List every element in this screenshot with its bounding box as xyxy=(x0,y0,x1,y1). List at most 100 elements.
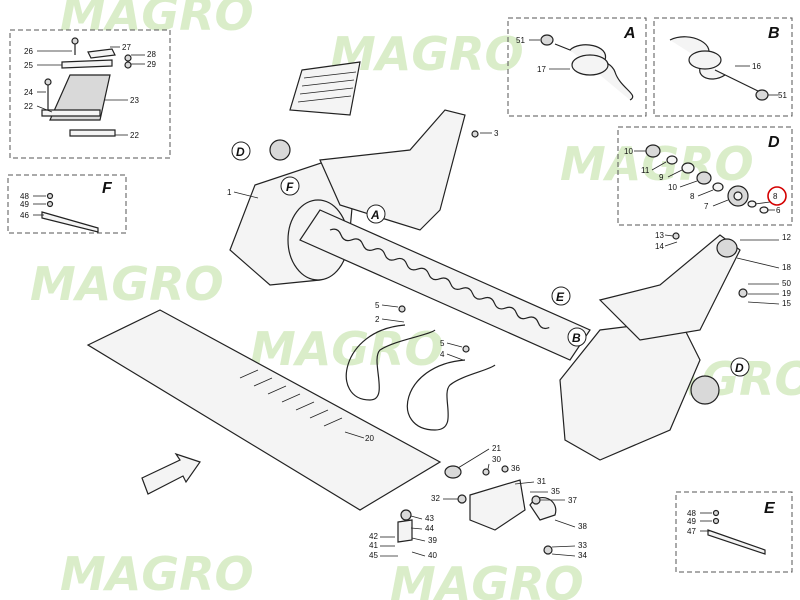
part-number: 31 xyxy=(537,477,546,486)
callout-letter: D xyxy=(735,361,744,375)
part-number: 8 xyxy=(773,192,778,201)
direction-arrow xyxy=(141,452,201,495)
callout-letter: A xyxy=(370,208,380,222)
part-number: 14 xyxy=(655,242,664,251)
part-number: 37 xyxy=(568,496,577,505)
sprocket xyxy=(269,139,291,161)
inset-letter: D xyxy=(768,134,780,151)
inset-D: D 10 11 9 10 8 7 8 6 xyxy=(617,126,793,226)
part-number: 28 xyxy=(147,50,156,59)
spring xyxy=(406,359,496,431)
part-number: 9 xyxy=(659,173,664,182)
part-number: 40 xyxy=(428,551,437,560)
highlight-circle xyxy=(767,186,787,206)
inset-A: A 51 17 xyxy=(507,17,647,117)
part-number: 22 xyxy=(24,102,33,111)
part-number: 8 xyxy=(690,192,695,201)
part-number: 25 xyxy=(24,61,33,70)
part-number: 11 xyxy=(641,166,650,175)
part-number: 15 xyxy=(782,299,791,308)
part-number: 18 xyxy=(782,263,791,272)
part-number: 21 xyxy=(492,444,501,453)
part-number: 29 xyxy=(147,60,156,69)
part-number: 50 xyxy=(782,279,791,288)
inset-top-left: 26 27 28 29 25 24 22 23 22 xyxy=(9,29,171,159)
part-number: 43 xyxy=(425,514,434,523)
part-number: 17 xyxy=(537,65,546,74)
inset-F: F 48 49 46 xyxy=(7,174,127,234)
main-assembly xyxy=(86,61,748,555)
inset-E: E 48 49 47 xyxy=(675,491,793,573)
inset-frame xyxy=(675,491,793,573)
part-number: 45 xyxy=(369,551,378,560)
part-number: 32 xyxy=(431,494,440,503)
part-number: 27 xyxy=(122,43,131,52)
callout-circle xyxy=(231,141,251,161)
part-number: 41 xyxy=(369,541,378,550)
watermark: MAGRO xyxy=(560,137,754,191)
part-number: 12 xyxy=(782,233,791,242)
spring xyxy=(345,324,436,401)
part-number: 49 xyxy=(20,200,29,209)
part-number: 24 xyxy=(24,88,33,97)
right-bracket xyxy=(598,234,741,341)
inset-frame xyxy=(7,174,127,234)
inset-letter: A xyxy=(623,25,636,42)
part-labels: 1 3 5 2 5 4 20 13 14 12 18 50 19 15 21 3… xyxy=(227,129,791,560)
part-number: 30 xyxy=(492,455,501,464)
part-number: 51 xyxy=(516,36,525,45)
part-number: 42 xyxy=(369,532,378,541)
part-number: 26 xyxy=(24,47,33,56)
part-number: 6 xyxy=(776,206,781,215)
part-number: 5 xyxy=(375,301,380,310)
part-number: 19 xyxy=(782,289,791,298)
watermark: MAGRO xyxy=(30,257,224,311)
part-number: 10 xyxy=(624,147,633,156)
part-number: 36 xyxy=(511,464,520,473)
inset-B: B 16 51 xyxy=(653,17,793,117)
watermark: MAGRO xyxy=(60,0,254,41)
part-number: 48 xyxy=(20,192,29,201)
part-number: 48 xyxy=(687,509,696,518)
part-number: 13 xyxy=(655,231,664,240)
callout-letter: B xyxy=(572,331,581,345)
clamp xyxy=(397,519,413,543)
part-number: 46 xyxy=(20,211,29,220)
part-number: 4 xyxy=(440,350,445,359)
callout-circle xyxy=(730,357,750,377)
part-number: 10 xyxy=(668,183,677,192)
watermark: MAGRO xyxy=(60,547,254,600)
watermark: MAGRO xyxy=(390,557,584,600)
callout-letter: E xyxy=(556,290,565,304)
inset-letter: E xyxy=(764,500,776,517)
right-housing xyxy=(559,319,701,461)
inset-frame xyxy=(653,17,793,117)
part-number: 22 xyxy=(130,131,139,140)
sprocket xyxy=(690,375,720,405)
inset-frame xyxy=(507,17,647,117)
part-number: 16 xyxy=(752,62,761,71)
front-bar xyxy=(86,309,442,511)
callout-letter: F xyxy=(286,180,294,194)
part-number: 49 xyxy=(687,517,696,526)
part-number: 38 xyxy=(578,522,587,531)
part-number: 2 xyxy=(375,315,380,324)
part-number: 47 xyxy=(687,527,696,536)
part-number: 35 xyxy=(551,487,560,496)
mesh-plate xyxy=(289,61,361,116)
part-number: 33 xyxy=(578,541,587,550)
conveyor-chain xyxy=(299,209,591,361)
part-number: 44 xyxy=(425,524,434,533)
watermark: MAGRO xyxy=(330,27,524,81)
callout-circle xyxy=(551,286,571,306)
mount-bracket xyxy=(469,479,526,531)
callout-circle xyxy=(567,327,587,347)
part-number: 1 xyxy=(227,188,232,197)
part-number: 23 xyxy=(130,96,139,105)
part-number: 5 xyxy=(440,339,445,348)
callout-letter: D xyxy=(236,145,245,159)
inset-letter: F xyxy=(102,180,113,197)
callout-circle xyxy=(366,204,386,224)
part-number: 7 xyxy=(704,202,709,211)
